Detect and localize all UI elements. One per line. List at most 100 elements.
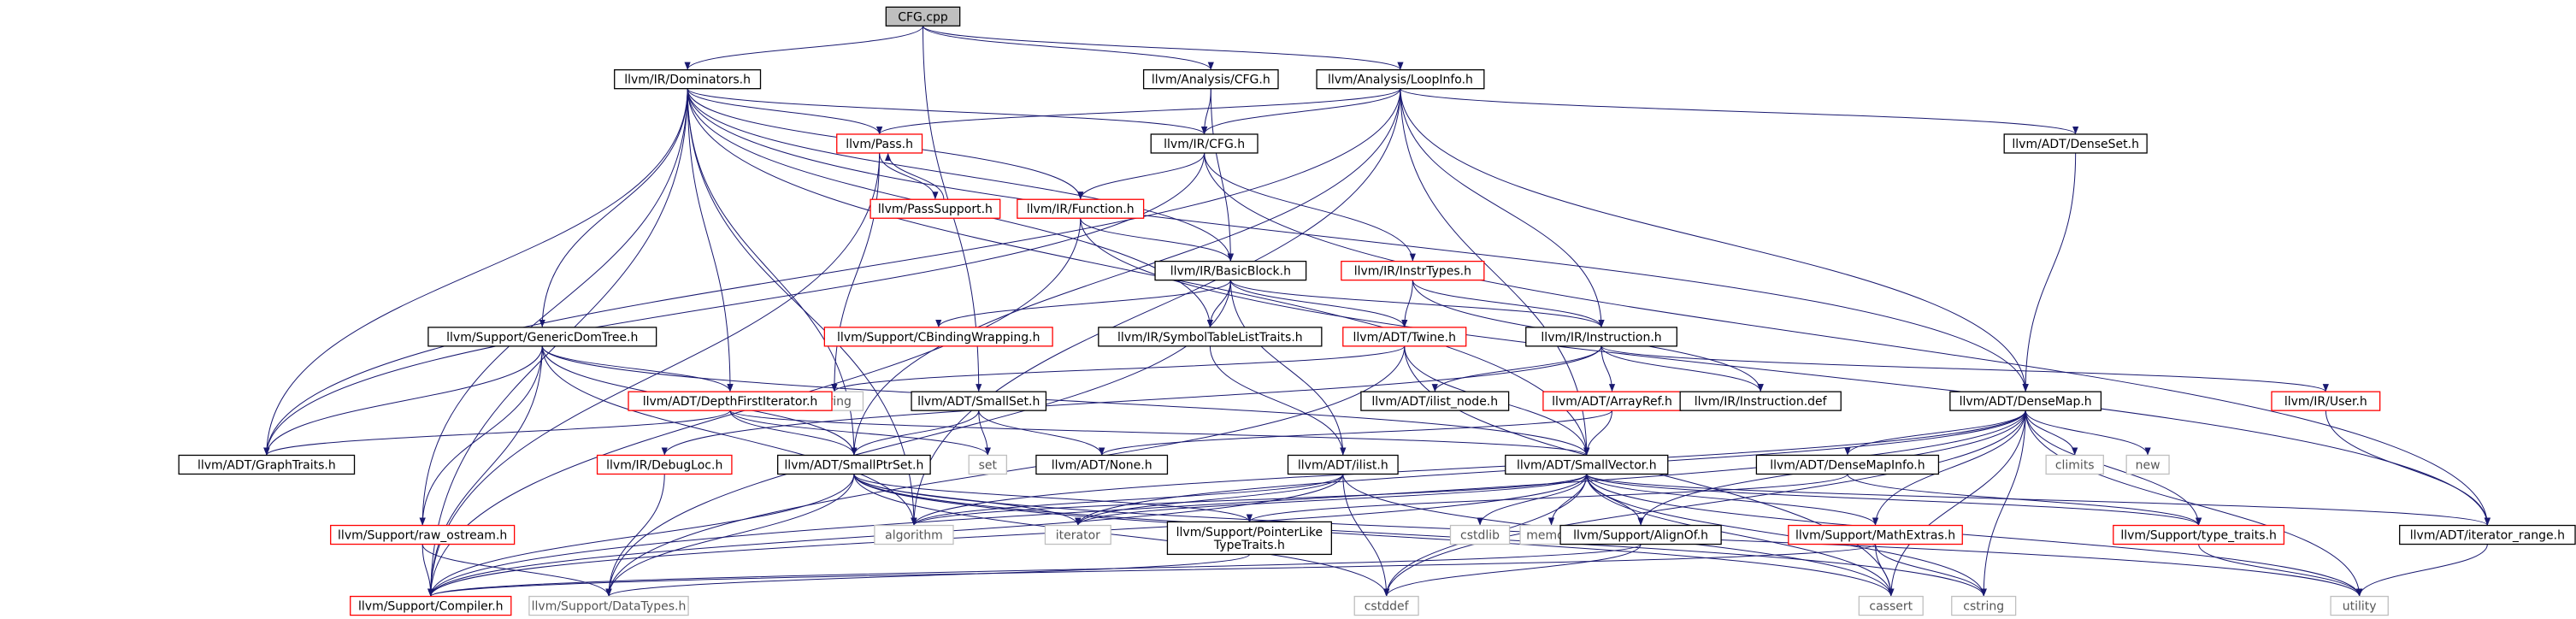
node-cbinding[interactable]: llvm/Support/CBindingWrapping.h [823,327,1053,347]
node-twine[interactable]: llvm/ADT/Twine.h [1342,327,1467,347]
node-alignof[interactable]: llvm/Support/AlignOf.h [1559,524,1722,545]
node-label: set [979,458,998,472]
node-box [1166,521,1333,556]
edge-densemap-to-cstring [1980,410,2026,597]
node-label: CFG.cpp [898,10,948,24]
edge-depthfirst-to-graphtraits [263,410,731,456]
node-box [1949,391,2102,411]
edge-type_traits-to-utility [2198,544,2363,597]
node-new: new [2125,454,2170,475]
edge-arrayref-to-smallvector [1583,410,1613,456]
node-label: llvm/IR/Dominators.h [624,74,751,87]
node-box [1098,327,1323,347]
node-type-traits[interactable]: llvm/Support/type_traits.h [2113,524,2285,545]
edge-dominators-to-generic [539,88,688,327]
edge-smallptrset-to-cassert [853,474,1895,597]
edge-alignof-to-cstddef [1383,544,1642,597]
node-list-node[interactable]: llvm/ADT/ilist_node.h [1360,391,1510,411]
node-densemapinfo[interactable]: llvm/ADT/DenseMapInfo.h [1755,454,1940,475]
node-function[interactable]: llvm/IR/Function.h [1017,198,1145,219]
node-box [2271,391,2381,411]
node-box [1353,595,1419,616]
node-instruction-def[interactable]: llvm/IR/Instruction.def [1679,391,1842,411]
node-label: cassert [1869,600,1913,614]
node-ir-cfg[interactable]: llvm/IR/CFG.h [1150,133,1259,154]
edge-depthfirst-to-set [729,410,991,456]
edge-basicblock-to-cbinding [935,280,1231,328]
edge-basicblock-to-ilist [1229,280,1347,456]
edge-densemap-to-mathextras [1872,410,2026,526]
edge-loopinfo-to-graphtraits [263,88,1401,456]
node-dominators[interactable]: llvm/IR/Dominators.h [614,69,762,90]
node-box [1755,454,1940,475]
edge-dominators-to-ir_cfg [687,88,1208,135]
node-label: llvm/Analysis/CFG.h [1152,74,1270,87]
node-cassert: cassert [1858,595,1924,616]
edge-generic-to-algorithm [541,345,917,526]
node-label: llvm/ADT/SmallVector.h [1517,458,1657,472]
node-depthfirst[interactable]: llvm/ADT/DepthFirstIterator.h [628,391,833,411]
node-basicblock[interactable]: llvm/IR/BasicBlock.h [1154,260,1307,281]
node-smallvector[interactable]: llvm/ADT/SmallVector.h [1505,454,1669,475]
node-passsupport[interactable]: llvm/PassSupport.h [869,198,1001,219]
edge-loopinfo-to-smallvector [1400,88,1590,456]
node-label: llvm/ADT/DenseSet.h [2012,138,2139,151]
node-box [2399,524,2576,545]
edge-generic-to-raw_ostream [419,345,543,526]
node-user[interactable]: llvm/IR/User.h [2271,391,2381,411]
node-symtab[interactable]: llvm/IR/SymbolTableListTraits.h [1098,327,1323,347]
node-graphtraits[interactable]: llvm/ADT/GraphTraits.h [178,454,356,475]
node-climits: climits [2045,454,2104,475]
node-loopinfo[interactable]: llvm/Analysis/LoopInfo.h [1316,69,1485,90]
node-label: llvm/ADT/ilist_node.h [1371,395,1498,409]
node-label: llvm/IR/User.h [2284,395,2367,409]
node-cstdlib: cstdlib [1449,524,1511,545]
node-box [1525,327,1677,347]
node-denseset[interactable]: llvm/ADT/DenseSet.h [2003,133,2148,154]
node-box [1316,69,1485,90]
node-debugloc[interactable]: llvm/IR/DebugLoc.h [596,454,733,475]
node-generic[interactable]: llvm/Support/GenericDomTree.h [427,327,657,347]
node-arrayref[interactable]: llvm/ADT/ArrayRef.h [1542,391,1682,411]
node-box [1017,198,1145,219]
node-instruction[interactable]: llvm/IR/Instruction.h [1525,327,1677,347]
node-box [596,454,733,475]
edge-denseset-to-densemap [2022,152,2077,392]
edge-dominators-to-pass [687,88,883,135]
edge-pass-to-compiler [427,152,881,597]
node-smallset[interactable]: llvm/ADT/SmallSet.h [911,391,1047,411]
edge-iterator_range-to-utility [2356,544,2488,597]
edge-depthfirst-to-smallptrset [729,410,858,456]
node-cfg-cpp[interactable]: CFG.cpp [885,6,961,27]
edge-ilist-to-iterator [1075,474,1344,526]
node-mathextras[interactable]: llvm/Support/MathExtras.h [1788,524,1963,545]
node-box [614,69,762,90]
edge-debugloc-to-datatypes [605,474,665,597]
edge-loopinfo-to-smallptrset [851,88,1401,456]
edge-basicblock-to-twine [1229,280,1408,327]
edge-passsupport-to-pass [885,152,945,200]
edge-generic-to-depthfirst [541,345,734,392]
edge-instruction-to-list_node [1431,345,1602,392]
node-label: llvm/ADT/SmallSet.h [917,395,1040,409]
node-ilist[interactable]: llvm/ADT/ilist.h [1287,454,1399,475]
edge-densemap-to-utility [2025,410,2363,597]
edge-loopinfo-to-denseset [1400,88,2079,135]
node-analysis-cfg[interactable]: llvm/Analysis/CFG.h [1142,69,1279,90]
node-pass[interactable]: llvm/Pass.h [836,133,923,154]
node-raw-ostream[interactable]: llvm/Support/raw_ostream.h [330,524,516,545]
node-iterator: iterator [1044,524,1111,545]
node-densemap[interactable]: llvm/ADT/DenseMap.h [1949,391,2102,411]
node-none[interactable]: llvm/ADT/None.h [1035,454,1169,475]
node-label: llvm/ADT/ilist.h [1298,458,1388,472]
node-label: cstdlib [1460,529,1500,543]
node-label: llvm/ADT/DenseMap.h [1960,395,2092,409]
edge-smallvector-to-cstring [1586,474,1987,597]
edge-ir_cfg-to-iterator_range [1204,152,2491,526]
node-smallptrset[interactable]: llvm/ADT/SmallPtrSet.h [777,454,931,475]
node-iterator-range[interactable]: llvm/ADT/iterator_range.h [2399,524,2576,545]
node-instrtypes[interactable]: llvm/IR/InstrTypes.h [1341,260,1485,281]
node-compiler[interactable]: llvm/Support/Compiler.h [350,595,512,616]
